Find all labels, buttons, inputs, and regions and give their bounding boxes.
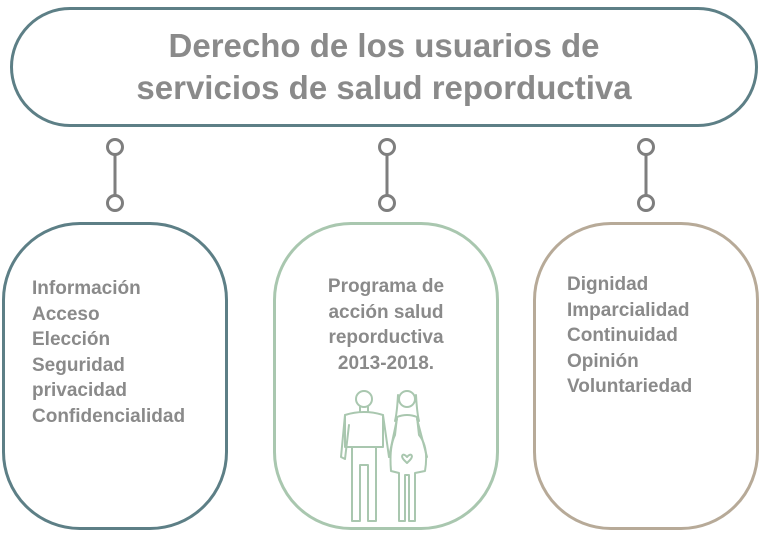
- connector-left: [106, 138, 124, 212]
- list-item: Elección: [32, 329, 111, 350]
- title-box: Derecho de los usuarios de servicios de …: [10, 7, 758, 127]
- program-line: Programa de: [327, 276, 445, 297]
- title-line-1: Derecho de los usuarios de: [168, 27, 600, 64]
- couple-pregnant-icon: [340, 390, 428, 522]
- list-item: Seguridad: [32, 354, 125, 376]
- title-line-2: servicios de salud reporductiva: [136, 69, 632, 106]
- card-rights-left: Información Acceso Elección Seguridad pr…: [2, 222, 228, 530]
- connector-right: [637, 138, 655, 212]
- list-item: Continuidad: [567, 325, 678, 346]
- list-item: privacidad: [32, 380, 128, 401]
- list-item: Opinión: [567, 350, 639, 372]
- list-item: Voluntariedad: [567, 376, 693, 397]
- connector-middle: [378, 138, 396, 212]
- list-item: Dignidad: [567, 274, 649, 295]
- program-line: reporductiva: [328, 327, 444, 348]
- right-rights-list: Dignidad Imparcialidad Continuidad Opini…: [567, 272, 692, 400]
- list-item: Confidencialidad: [32, 405, 186, 427]
- list-item: Información: [32, 278, 141, 299]
- program-line: acción salud: [328, 301, 444, 323]
- list-item: Acceso: [32, 303, 100, 325]
- program-line: 2013-2018.: [337, 352, 435, 374]
- card-rights-right: Dignidad Imparcialidad Continuidad Opini…: [533, 222, 759, 530]
- left-rights-list: Información Acceso Elección Seguridad pr…: [32, 276, 185, 429]
- program-text: Programa de acción salud reporductiva 20…: [276, 274, 496, 376]
- list-item: Imparcialidad: [567, 299, 690, 321]
- card-program: Programa de acción salud reporductiva 20…: [273, 222, 499, 530]
